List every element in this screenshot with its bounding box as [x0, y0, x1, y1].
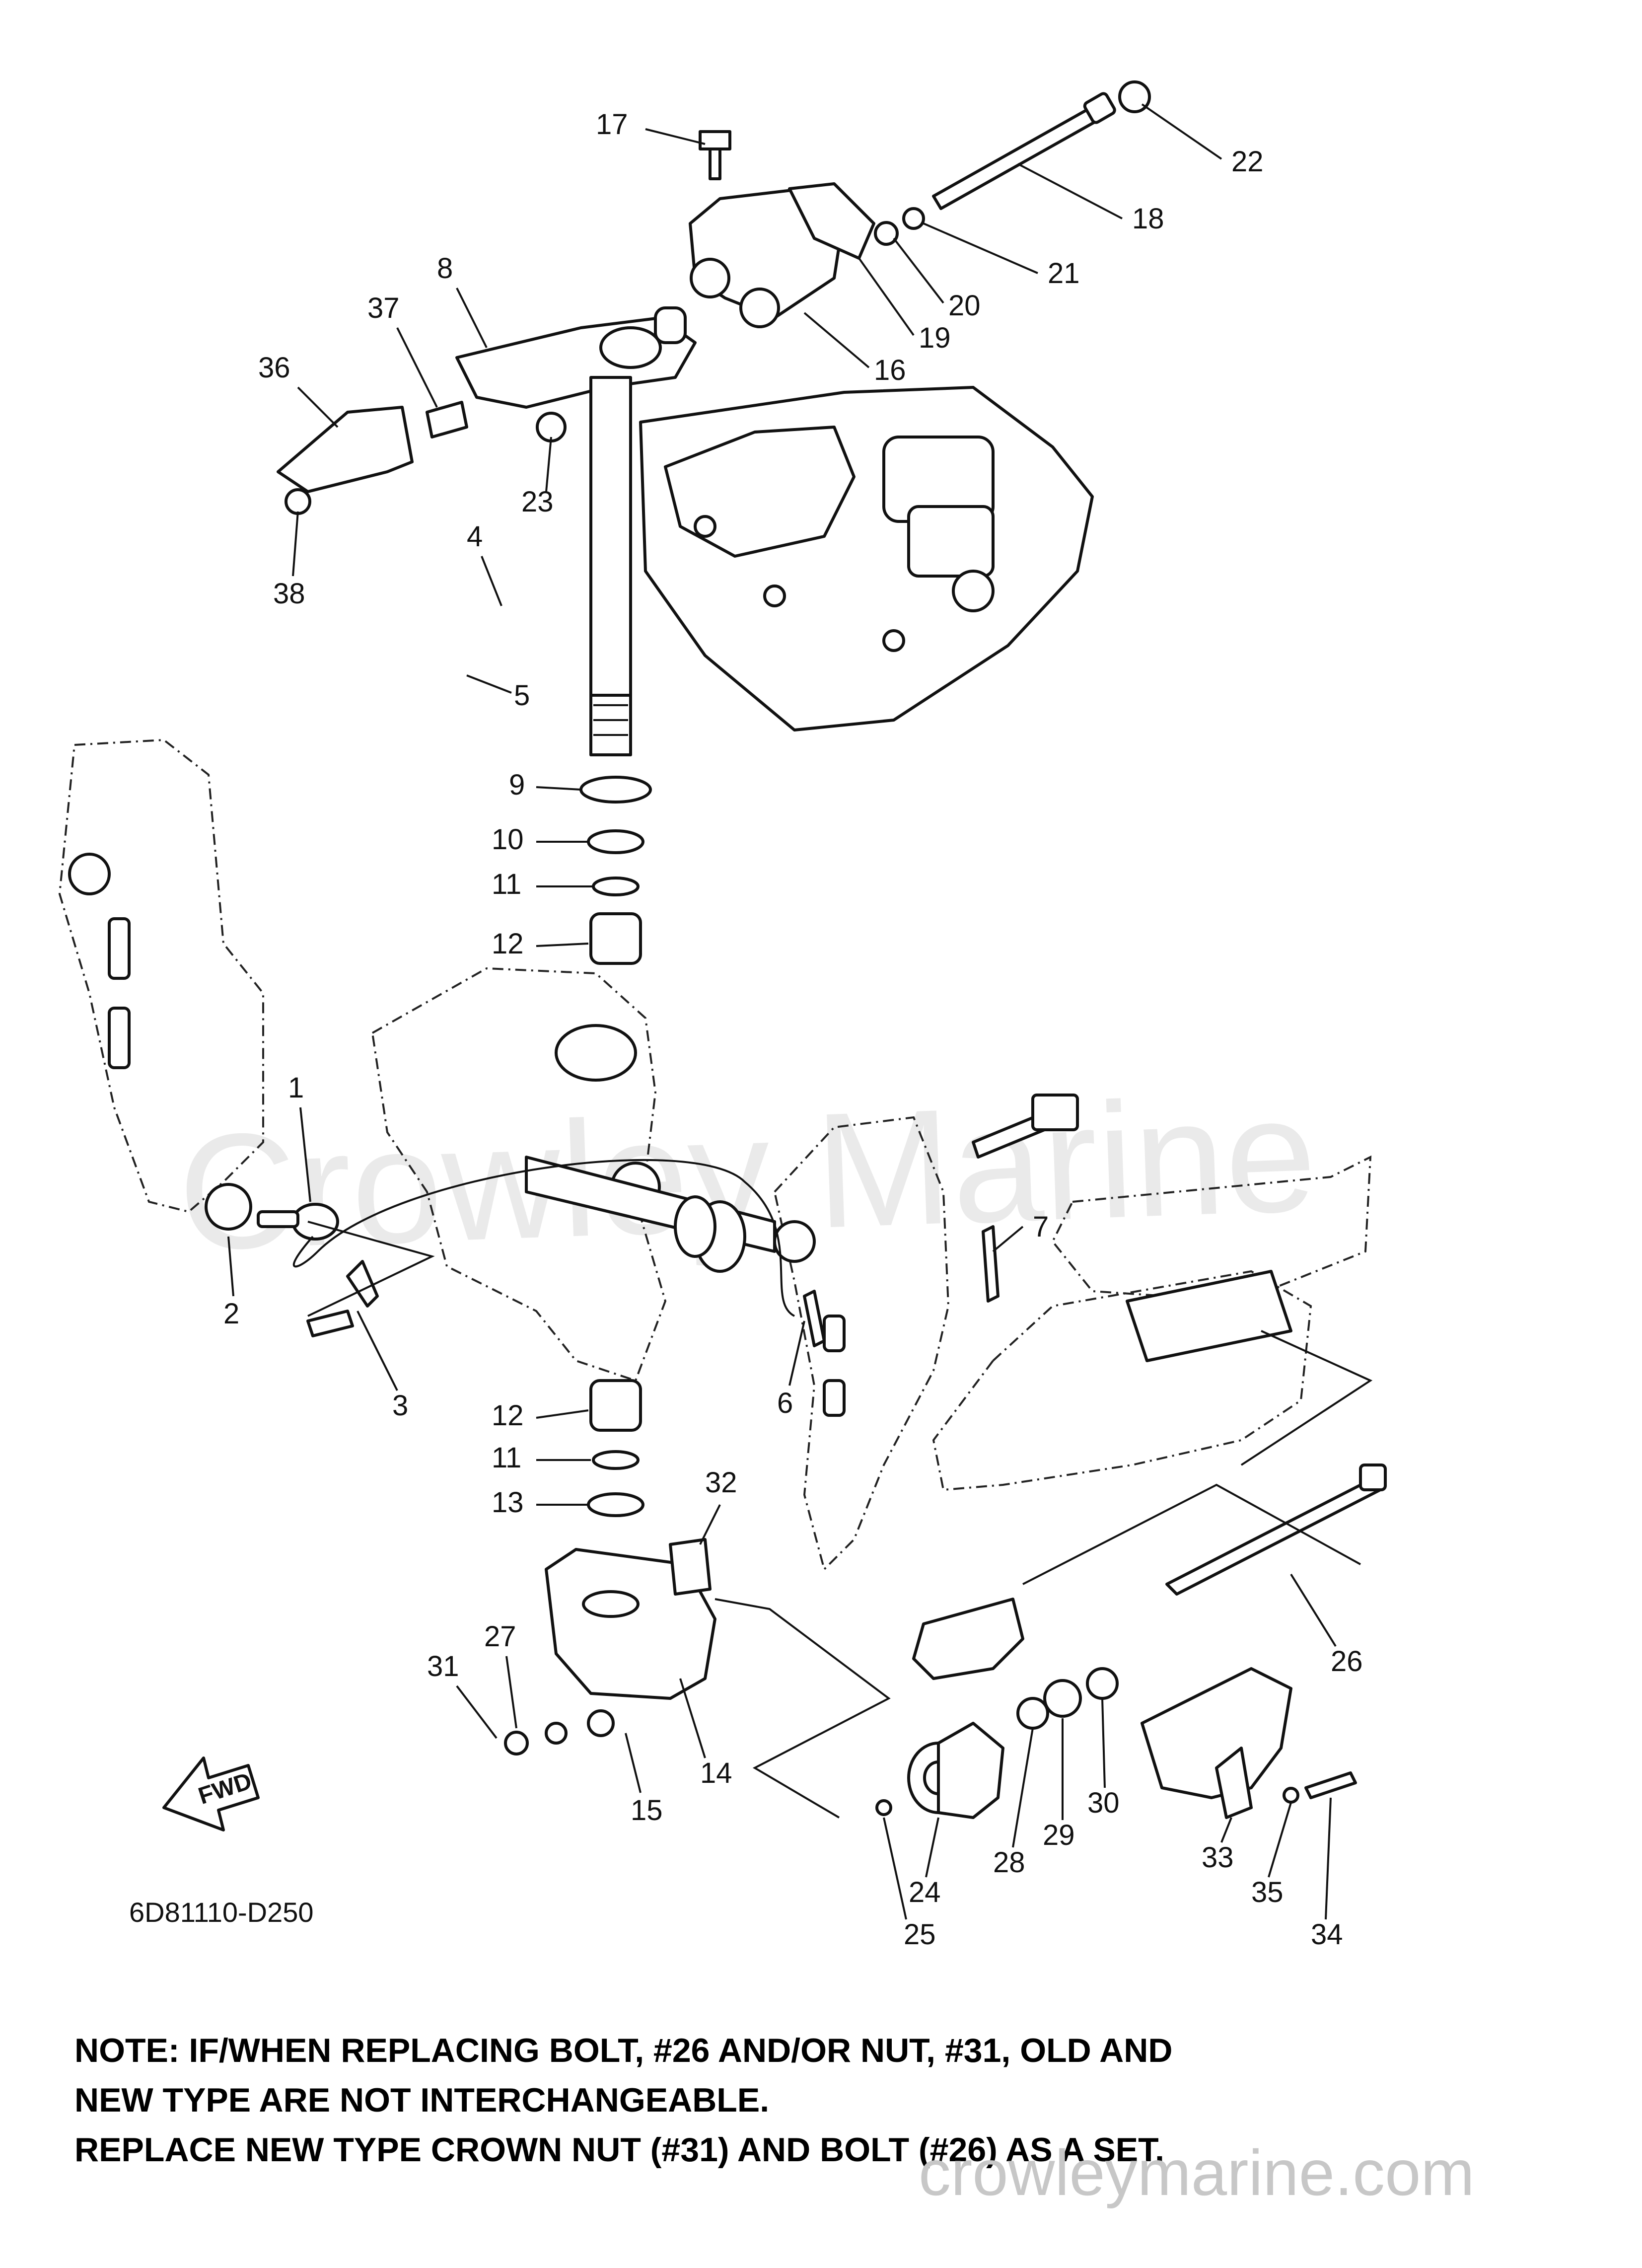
callout-25: 25: [904, 1918, 936, 1951]
callout-12b: 12: [492, 1399, 524, 1432]
site-watermark: crowleymarine.com: [919, 2136, 1475, 2209]
callout-32: 32: [705, 1466, 737, 1499]
shaft-seals: [579, 776, 652, 1517]
callout-3: 3: [392, 1390, 408, 1422]
lower-mount: [504, 1463, 1387, 1819]
callout-15: 15: [631, 1794, 663, 1827]
callout-26: 26: [1331, 1645, 1363, 1678]
callout-10: 10: [492, 823, 524, 856]
callout-21: 21: [1048, 257, 1080, 290]
callout-12: 12: [492, 928, 524, 960]
left-clamp-bracket: [58, 738, 264, 1231]
section-lines: [307, 1221, 1373, 1819]
callout-35: 35: [1251, 1876, 1284, 1908]
callout-36: 36: [258, 352, 290, 384]
right-clamp-bracket: [773, 1116, 950, 1571]
callout-5: 5: [514, 679, 530, 712]
long-bolt: [874, 80, 1151, 246]
callout-28: 28: [993, 1846, 1025, 1879]
callout-24: 24: [909, 1876, 941, 1908]
lower-mount-housing: [932, 1155, 1372, 1491]
callout-11: 11: [492, 868, 521, 900]
swivel-bracket: [371, 967, 776, 1382]
arm-bracket: [277, 401, 567, 515]
fwd-arrow: FWD: [162, 1756, 260, 1831]
note-line-1: NOTE: IF/WHEN REPLACING BOLT, #26 AND/OR…: [74, 2032, 1173, 2069]
callout-29: 29: [1043, 1819, 1075, 1851]
callout-13: 13: [492, 1486, 524, 1519]
callout-18: 18: [1132, 203, 1164, 235]
upper-mount-housing: [639, 386, 1094, 732]
callout-9: 9: [509, 769, 525, 801]
part-code: 6D81110-D250: [129, 1897, 314, 1928]
callout-7: 7: [1033, 1211, 1049, 1243]
callout-27: 27: [484, 1620, 516, 1653]
steering-arm: [455, 306, 697, 409]
callout-4: 4: [467, 520, 483, 553]
callout-17: 17: [596, 108, 628, 141]
callout-31: 31: [427, 1650, 459, 1683]
callout-22: 22: [1231, 146, 1264, 178]
note-line-2: NEW TYPE ARE NOT INTERCHANGEABLE.: [74, 2081, 770, 2119]
callout-16: 16: [874, 354, 906, 386]
callout-38: 38: [273, 578, 305, 610]
trim-sensor: [257, 1094, 1079, 1347]
callout-19: 19: [919, 322, 951, 354]
steering-bracket: [689, 130, 875, 328]
note-line-3: REPLACE NEW TYPE CROWN NUT (#31) AND BOL…: [74, 2131, 1165, 2169]
callout-37: 37: [367, 292, 400, 324]
callout-33: 33: [1202, 1841, 1234, 1874]
callout-34: 34: [1311, 1918, 1343, 1951]
callout-30: 30: [1087, 1787, 1120, 1819]
callout-14: 14: [700, 1757, 732, 1789]
callout-23: 23: [521, 486, 554, 518]
callout-group: 17 22 18 21 20 19 16 8 37 36 23 38 4 5 9…: [223, 103, 1363, 1951]
watermark-text: Crowley Marine: [175, 1062, 1319, 1286]
callout-20: 20: [948, 290, 981, 322]
callout-11b: 11: [492, 1442, 521, 1474]
callout-2: 2: [223, 1298, 239, 1330]
steering-shaft: [589, 376, 632, 756]
callout-6: 6: [777, 1387, 793, 1419]
callout-1: 1: [288, 1072, 304, 1104]
callout-8: 8: [437, 252, 453, 285]
